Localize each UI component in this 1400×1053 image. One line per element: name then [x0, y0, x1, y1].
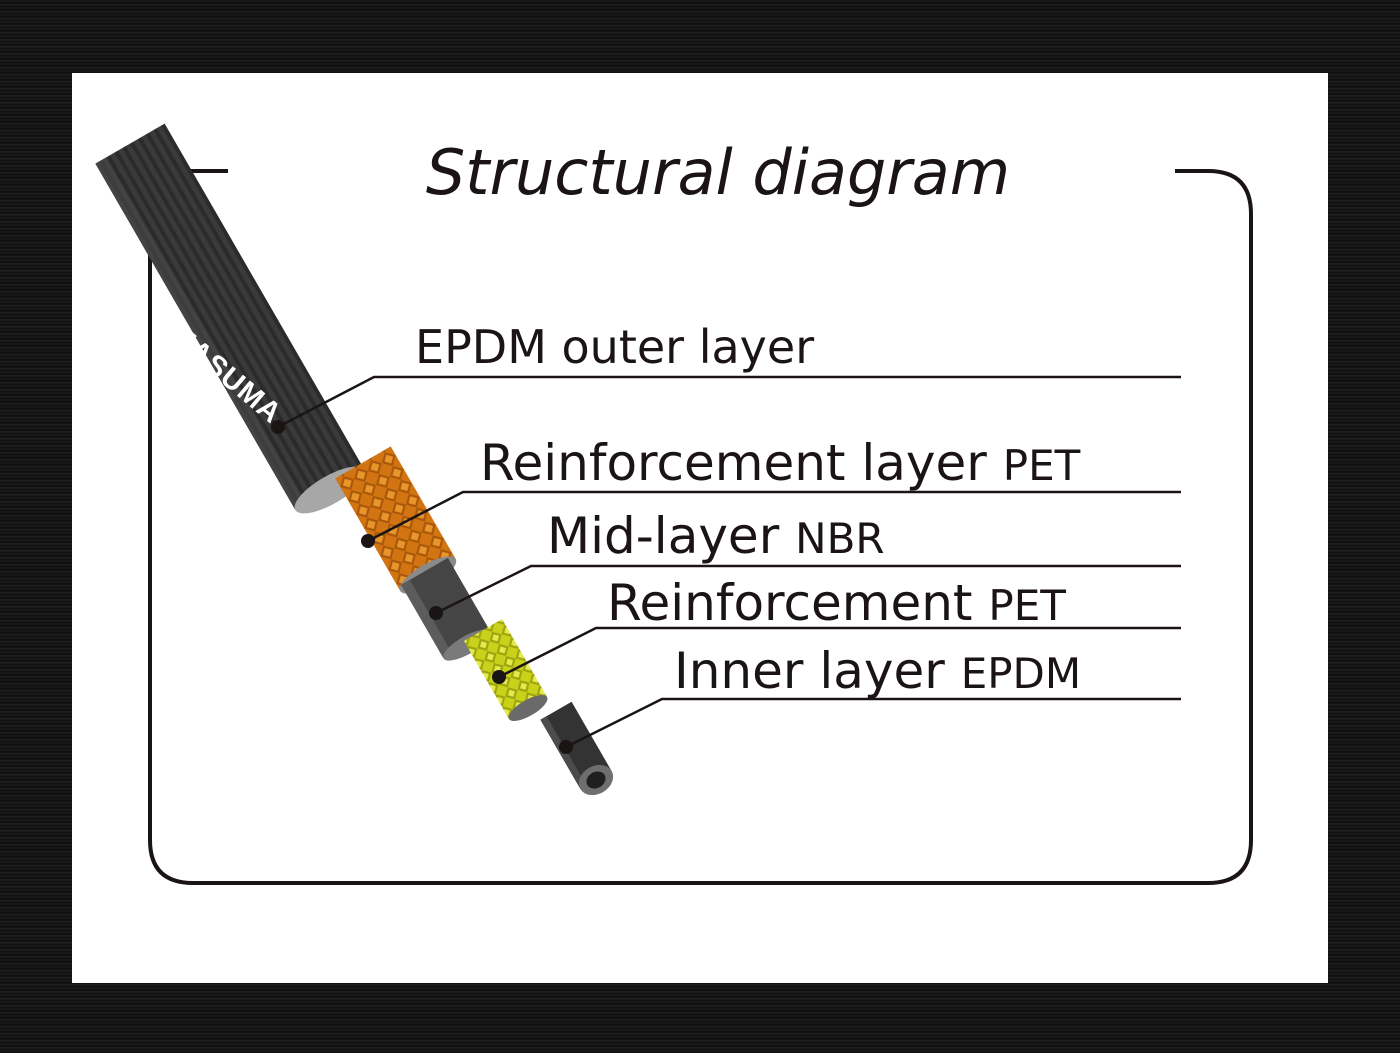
leader-line-mid: [435, 564, 1181, 615]
leader-line-inner: [565, 697, 1181, 749]
leader-line-reinforcement-inner: [498, 626, 1181, 679]
leader-line-outer: [277, 375, 1181, 429]
outer-layer-section: [95, 123, 365, 510]
leader-line-reinforcement: [367, 490, 1181, 543]
label-reinforcement-layer: Reinforcement layer PET: [480, 434, 1081, 492]
reinforcement-pet-section: [335, 446, 456, 591]
hose-illustration: MASUMA: [95, 123, 614, 796]
label-inner-layer: Inner layer EPDM: [674, 642, 1081, 700]
label-reinforcement: Reinforcement PET: [607, 574, 1066, 632]
diagram-panel: [72, 73, 1328, 983]
diagram-title: Structural diagram: [426, 136, 1010, 209]
label-mid-layer: Mid-layer NBR: [547, 507, 885, 565]
reinforcement-inner-section: [463, 619, 548, 719]
label-outer-layer: EPDM outer layer: [415, 320, 814, 374]
